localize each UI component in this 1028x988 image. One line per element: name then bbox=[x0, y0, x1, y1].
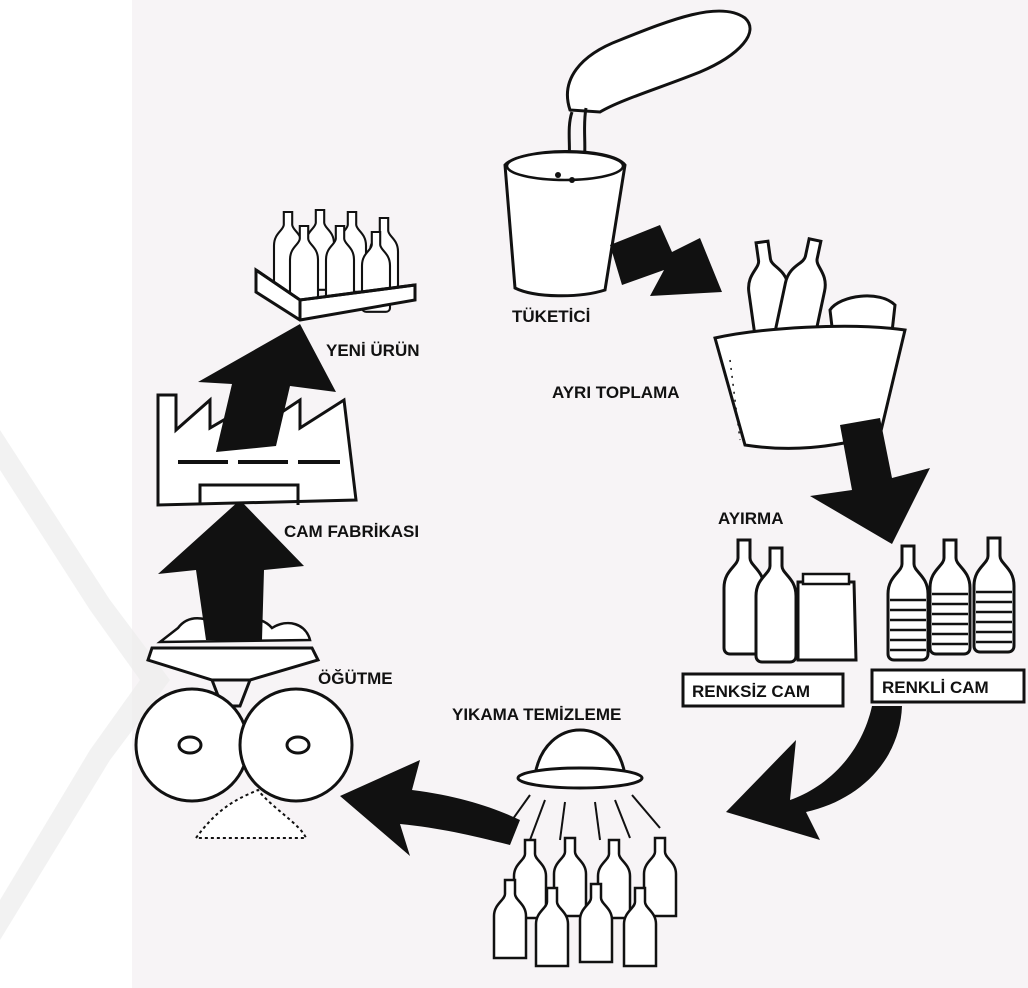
arrow-sorting-to-washing bbox=[726, 706, 902, 840]
colored-glass-bottles-illustration bbox=[886, 536, 1016, 662]
arrow-grinding-to-factory bbox=[158, 500, 304, 640]
clear-glass-bottles-illustration bbox=[722, 538, 858, 664]
stage-label-colored-glass: RENKLİ CAM bbox=[882, 678, 989, 697]
factory-illustration bbox=[156, 393, 358, 507]
colored-glass-box bbox=[870, 668, 1026, 704]
new-product-crate-illustration bbox=[254, 208, 417, 322]
arrow-washing-to-grinding bbox=[340, 760, 520, 856]
consumer-illustration bbox=[503, 9, 752, 298]
stage-label-new-product: YENİ ÜRÜN bbox=[326, 341, 420, 360]
arrow-factory-to-new-product bbox=[198, 324, 336, 452]
watermark-shape bbox=[0, 430, 170, 940]
stage-label-glass-factory: CAM FABRİKASI bbox=[284, 522, 419, 541]
washing-illustration bbox=[492, 728, 678, 968]
stage-label-washing: YIKAMA TEMİZLEME bbox=[452, 705, 621, 724]
stage-label-separate-collection: AYRI TOPLAMA bbox=[552, 383, 680, 402]
stage-label-consumer: TÜKETİCİ bbox=[512, 307, 590, 326]
stage-label-clear-glass: RENKSİZ CAM bbox=[692, 682, 810, 701]
stage-label-grinding: ÖĞÜTME bbox=[318, 669, 393, 688]
grinder-illustration bbox=[134, 617, 354, 839]
arrow-consumer-to-collection bbox=[610, 225, 722, 296]
clear-glass-box bbox=[681, 672, 845, 708]
stage-label-sorting: AYIRMA bbox=[718, 509, 784, 528]
arrow-collection-to-sorting bbox=[810, 418, 930, 544]
collection-bag-illustration bbox=[713, 234, 907, 450]
